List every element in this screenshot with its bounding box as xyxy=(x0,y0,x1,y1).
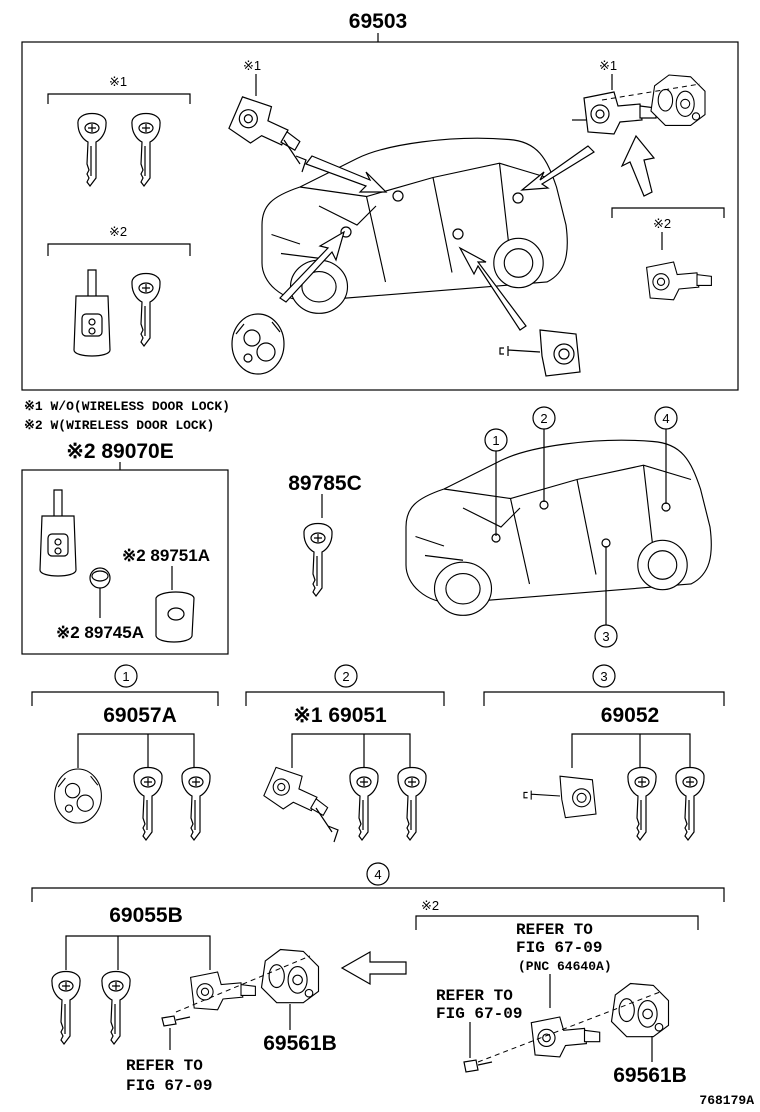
callout-4: 4 xyxy=(374,867,381,882)
screw-icon xyxy=(463,1059,479,1073)
figure-code: 768179A xyxy=(699,1093,754,1108)
set-3-69052: 3 69052 xyxy=(483,664,725,841)
part-number-89070E: ※2 89070E xyxy=(66,440,174,463)
note1-mark: ※1 xyxy=(109,74,127,89)
callout-4: 4 xyxy=(662,411,669,426)
lock-cylinder-icon xyxy=(646,261,712,301)
latch-housing-icon xyxy=(650,74,706,126)
key-icon xyxy=(131,112,161,187)
callout-1: 1 xyxy=(122,669,129,684)
key-icon xyxy=(131,272,161,347)
key-icon xyxy=(675,766,705,841)
key-icon xyxy=(627,766,657,841)
callout-2: 2 xyxy=(342,669,349,684)
key-housing-icon xyxy=(54,768,102,824)
callout-3: 3 xyxy=(600,669,607,684)
refer-text: REFER TO xyxy=(126,1057,203,1075)
refer-fig: FIG 67-09 xyxy=(126,1077,212,1095)
refer-fig: FIG 67-09 xyxy=(436,1005,522,1023)
lock-cylinder-icon xyxy=(530,1016,601,1058)
arrow-icon xyxy=(279,134,656,331)
remote-key-icon xyxy=(73,269,111,357)
lock-cylinder-icon xyxy=(259,762,336,829)
key-icon xyxy=(303,522,333,597)
set-4: 4 69055B REFER TO FIG 67-09 69561B ※2 RE… xyxy=(31,862,725,1095)
assembly-89070E: ※2 89070E ※2 89745A ※2 89751A xyxy=(21,440,229,655)
note1-mark: ※1 xyxy=(243,58,261,73)
lock-cylinder-icon xyxy=(583,91,657,135)
part-number-69561B: 69561B xyxy=(613,1064,687,1087)
part-number-69561B: 69561B xyxy=(263,1032,337,1055)
key-icon xyxy=(349,766,379,841)
key-icon xyxy=(101,970,131,1045)
part-number-89751A: ※2 89751A xyxy=(122,546,210,565)
part-number-89785C: 89785C xyxy=(288,472,362,495)
assembly-89785C: 89785C xyxy=(288,472,362,597)
key-cover-icon xyxy=(155,591,195,643)
set-2-69051: 2 ※1 69051 xyxy=(245,664,445,843)
key-icon xyxy=(181,766,211,841)
part-number-89745A: ※2 89745A xyxy=(56,623,144,642)
assembly-69503: 69503 ※1 ※2 ※1 ※1 xyxy=(21,10,739,391)
vehicle-location-diagram: 1 2 4 3 xyxy=(405,406,712,648)
key-icon xyxy=(133,766,163,841)
refer-fig: FIG 67-09 xyxy=(516,939,602,957)
refer-pnc: (PNC 64640A) xyxy=(518,959,612,974)
callout-1: 1 xyxy=(492,433,499,448)
latch-housing-icon xyxy=(260,948,320,1004)
refer-text: REFER TO xyxy=(436,987,513,1005)
note2-mark: ※2 xyxy=(421,898,439,913)
note1-mark: ※1 xyxy=(599,58,617,73)
note2-mark: ※2 xyxy=(109,224,127,239)
door-actuator-icon xyxy=(523,775,597,819)
note1-text: ※1 W/O(WIRELESS DOOR LOCK) xyxy=(24,399,230,414)
lock-cylinder-icon xyxy=(190,971,256,1011)
lock-cylinder-icon xyxy=(223,91,309,165)
part-number-69057A: 69057A xyxy=(103,704,177,727)
part-number-69055B: 69055B xyxy=(109,904,183,927)
part-number-69503: 69503 xyxy=(349,10,407,33)
key-icon xyxy=(51,970,81,1045)
callout-3: 3 xyxy=(602,629,609,644)
door-actuator-icon xyxy=(499,329,581,377)
note2-text: ※2 W(WIRELESS DOOR LOCK) xyxy=(24,418,214,433)
part-number-69052: 69052 xyxy=(601,704,659,727)
part-number-69051: ※1 69051 xyxy=(293,704,387,727)
key-housing-icon xyxy=(231,313,285,375)
arrow-icon xyxy=(340,950,407,986)
callout-2: 2 xyxy=(540,411,547,426)
key-icon xyxy=(397,766,427,841)
remote-key-icon xyxy=(39,489,77,577)
latch-housing-icon xyxy=(610,982,670,1038)
screw-icon xyxy=(161,1015,177,1027)
refer-text: REFER TO xyxy=(516,921,593,939)
key-icon xyxy=(77,112,107,187)
note2-mark: ※2 xyxy=(653,216,671,231)
set-1-69057A: 1 69057A xyxy=(31,664,219,841)
